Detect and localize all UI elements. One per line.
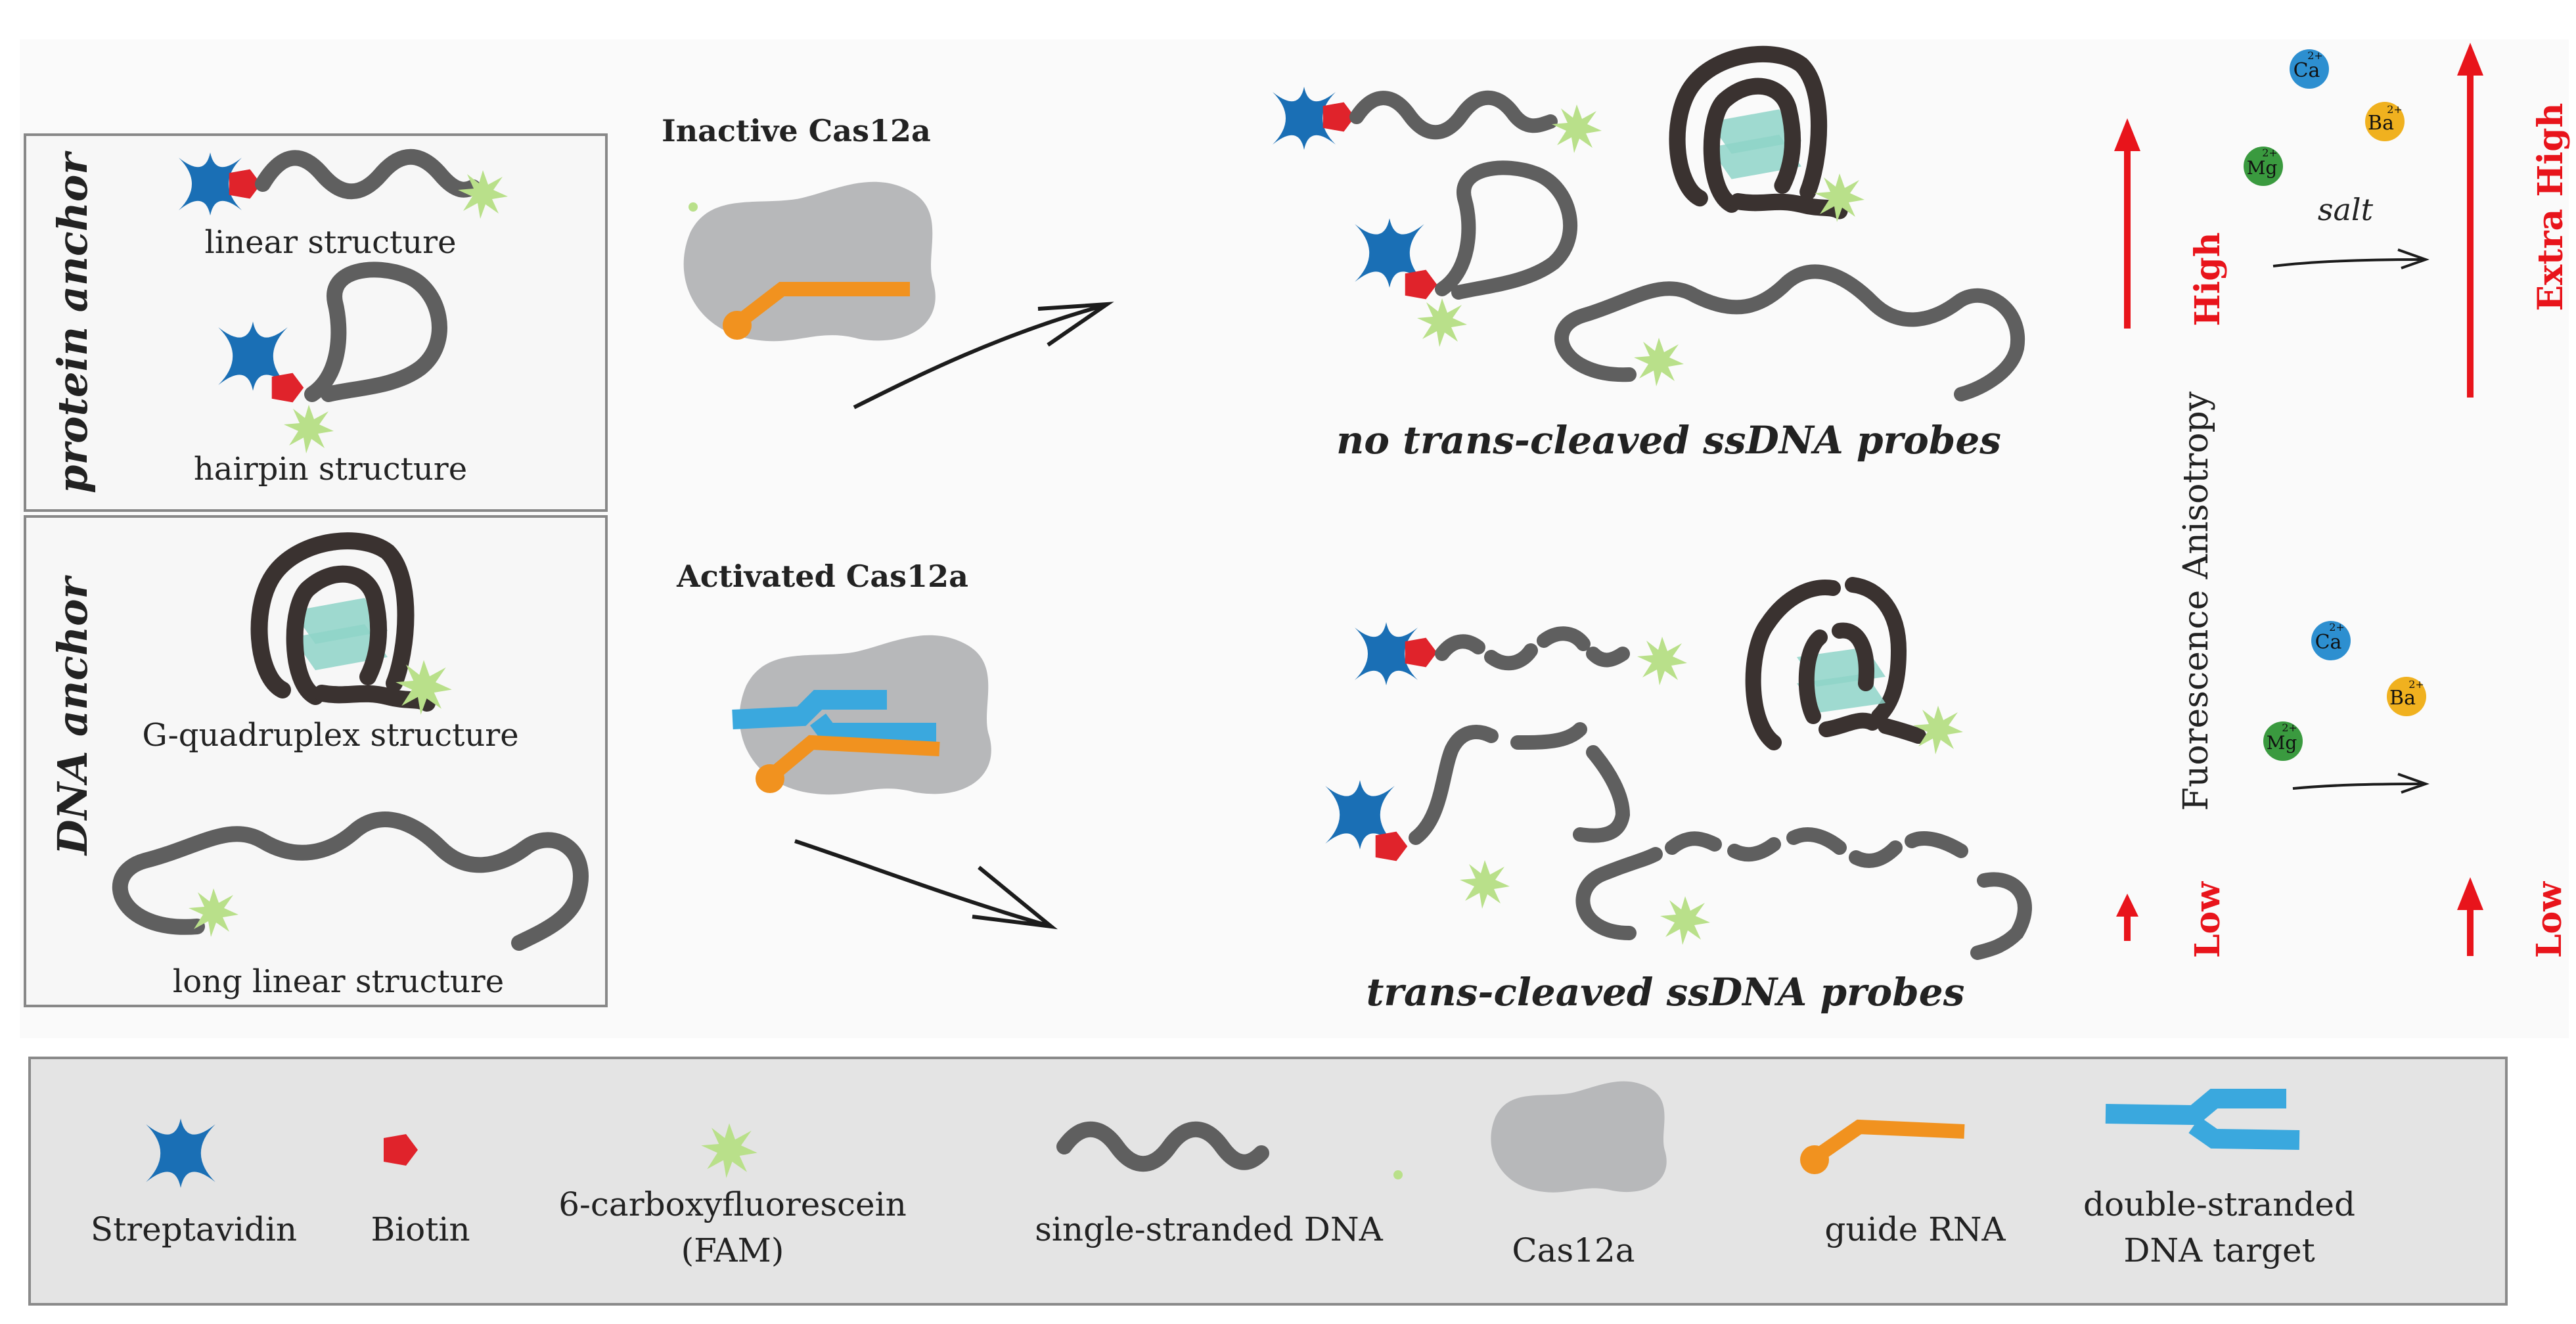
- ca-ion-top: Ca 2+: [2290, 49, 2329, 89]
- hairpin-probe: [218, 262, 447, 453]
- legend-fam-line2: (FAM): [681, 1231, 784, 1269]
- mg-ion-top: Mg 2+: [2244, 147, 2283, 186]
- dsdna-icon: [2105, 1089, 2300, 1150]
- low-arrow-left: [2116, 894, 2138, 941]
- guide-rna-icon: [1800, 1119, 1965, 1174]
- ba-ion-top: Ba 2+: [2365, 102, 2405, 141]
- uncleaved-caption: no trans-cleaved ssDNA probes: [1336, 418, 2001, 463]
- svg-text:2+: 2+: [2262, 147, 2278, 159]
- inactive-cas12a-label: Inactive Cas12a: [662, 113, 931, 148]
- ssdna-icon: [1056, 1121, 1269, 1172]
- salt-label: salt: [2318, 192, 2374, 227]
- svg-text:Ca: Ca: [2294, 59, 2320, 82]
- protein-anchor-panel: protein anchor linear structure hairpin …: [24, 133, 608, 512]
- ca-ion-bottom: Ca 2+: [2311, 621, 2351, 660]
- anisotropy-section: Fuorescence Anisotropy High Low Extra Hi…: [2114, 43, 2571, 958]
- g-quadruplex-label: G-quadruplex structure: [142, 717, 518, 754]
- extra-high-arrow: [2457, 43, 2483, 398]
- activated-cas12a: Activated Cas12a: [676, 559, 1058, 930]
- high-label: High: [2188, 232, 2228, 326]
- salt-arrow-bottom: [2292, 773, 2429, 794]
- low-arrow-right: [2457, 877, 2483, 956]
- legend: Streptavidin Biotin 6-carboxyfluorescein…: [28, 1057, 2508, 1306]
- long-linear-label: long linear structure: [173, 963, 504, 1000]
- svg-text:Mg: Mg: [2247, 157, 2278, 179]
- svg-text:2+: 2+: [2329, 621, 2345, 633]
- svg-text:Mg: Mg: [2267, 732, 2297, 754]
- inactive-cas12a: Inactive Cas12a: [662, 113, 1114, 409]
- low-label-left: Low: [2188, 881, 2228, 958]
- legend-dsdna-line2: DNA target: [2123, 1231, 2315, 1269]
- legend-biotin: Biotin: [371, 1210, 470, 1248]
- svg-text:2+: 2+: [2282, 721, 2297, 734]
- mg-ion-bottom: Mg 2+: [2263, 721, 2303, 761]
- legend-streptavidin: Streptavidin: [91, 1210, 297, 1248]
- salt-arrow-top: [2272, 248, 2429, 269]
- legend-ssdna: single-stranded DNA: [1035, 1210, 1383, 1248]
- svg-text:Ba: Ba: [2368, 112, 2394, 135]
- legend-guide-rna: guide RNA: [1824, 1210, 2006, 1248]
- legend-cas12a: Cas12a: [1512, 1231, 1635, 1269]
- uncleaved-probes: no trans-cleaved ssDNA probes: [1273, 54, 2025, 463]
- extra-high-label: Extra High: [2531, 103, 2571, 311]
- hairpin-structure-label: hairpin structure: [194, 451, 467, 488]
- arrow-to-cleaved: [794, 839, 1058, 930]
- low-label-right: Low: [2529, 881, 2569, 958]
- svg-text:2+: 2+: [2387, 103, 2403, 116]
- dna-anchor-title: DNA anchor: [49, 575, 97, 857]
- cleaved-probes: trans-cleaved ssDNA probes: [1325, 577, 2032, 1015]
- arrow-to-uncleaved: [853, 302, 1114, 409]
- cleaved-caption: trans-cleaved ssDNA probes: [1367, 970, 1965, 1015]
- high-arrow: [2114, 118, 2140, 329]
- linear-structure-label: linear structure: [204, 224, 456, 261]
- linear-probe: [179, 148, 508, 219]
- protein-anchor-title: protein anchor: [49, 150, 97, 493]
- svg-text:Ca: Ca: [2315, 631, 2342, 654]
- legend-dsdna-line1: double-stranded: [2083, 1185, 2355, 1223]
- activated-cas12a-label: Activated Cas12a: [676, 559, 968, 594]
- svg-text:Ba: Ba: [2389, 687, 2416, 710]
- dna-anchor-panel: DNA anchor G-quadruplex structure long l…: [24, 515, 608, 1007]
- svg-text:2+: 2+: [2408, 678, 2424, 691]
- svg-text:2+: 2+: [2307, 49, 2323, 62]
- anisotropy-axis-label: Fuorescence Anisotropy: [2177, 391, 2216, 811]
- legend-fam-line1: 6-carboxyfluorescein: [558, 1185, 907, 1223]
- ba-ion-bottom: Ba 2+: [2387, 677, 2426, 716]
- long-linear-probe: [112, 811, 589, 951]
